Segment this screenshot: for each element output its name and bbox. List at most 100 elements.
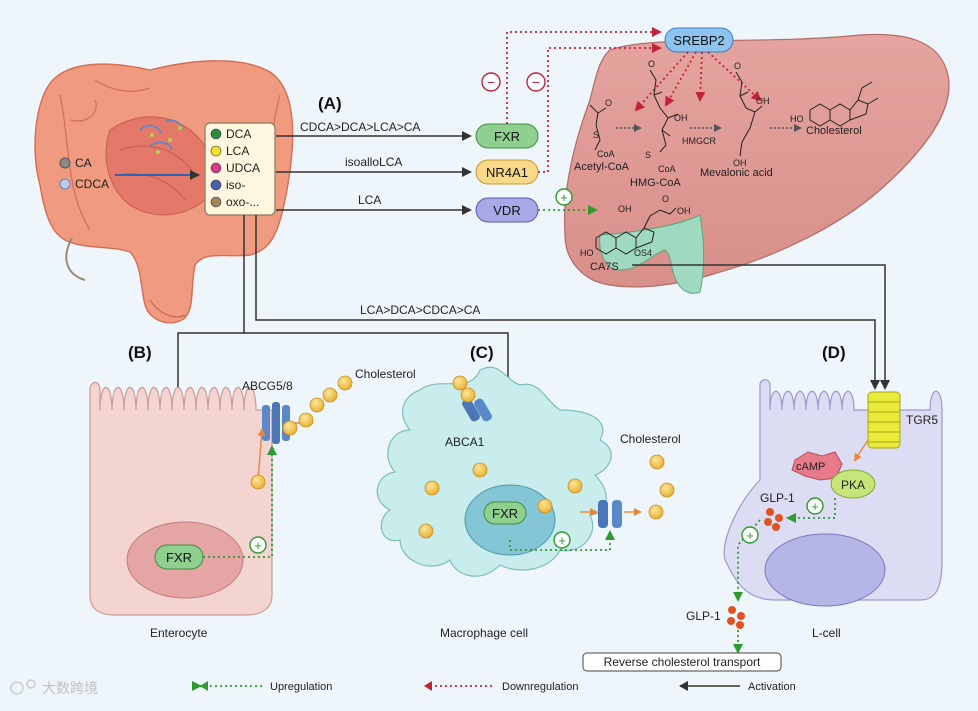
gut-inputs: CA CDCA <box>59 156 200 191</box>
abca1-label: ABCA1 <box>445 435 485 449</box>
acetyl-coa-label: Acetyl-CoA <box>574 161 630 173</box>
nr4a1-label: NR4A1 <box>486 165 528 180</box>
panel-a-label: (A) <box>318 94 342 113</box>
svg-text:S: S <box>645 150 651 160</box>
macrophage-label: Macrophage cell <box>440 626 528 640</box>
ca7s-to-tgr5-arrow <box>632 264 890 390</box>
enterocyte-label: Enterocyte <box>150 626 208 640</box>
svg-text:O: O <box>648 59 655 69</box>
legend-down-label: Downregulation <box>502 681 578 693</box>
cholesterol-particle <box>472 462 488 478</box>
svg-text:+: + <box>558 533 566 548</box>
svg-text:+: + <box>560 190 568 205</box>
srebp2-receptor: SREBP2 <box>664 27 734 53</box>
macrophage-transporter <box>598 500 622 528</box>
rct-box: Reverse cholesterol transport <box>582 652 782 672</box>
legend-up-label: Upregulation <box>270 681 332 693</box>
cholesterol-particle <box>649 454 665 470</box>
rct-label: Reverse cholesterol transport <box>604 655 761 669</box>
panel-b-label: (B) <box>128 343 152 362</box>
macrophage-fxr-up <box>509 530 615 551</box>
legend: Upregulation Downregulation Activation <box>192 681 796 693</box>
vdr-ligand-label: LCA <box>358 193 381 207</box>
plus-sign-enterocyte: + <box>249 536 267 554</box>
enterocyte-fxr-label: FXR <box>166 550 192 565</box>
vdr-receptor: VDR <box>475 197 539 223</box>
cholesterol-particle <box>567 478 583 494</box>
cholesterol-particle <box>309 397 325 413</box>
cholesterol-particle <box>322 387 338 403</box>
plus-sign-macrophage: + <box>553 531 571 549</box>
svg-text:OH: OH <box>677 206 691 216</box>
panel-d-label: (D) <box>822 343 846 362</box>
glp1-inner-label: GLP-1 <box>760 491 795 505</box>
svg-text:+: + <box>254 538 262 553</box>
nr4a1-ligand-label: isoalloLCA <box>345 155 402 169</box>
plus-sign-glp1: + <box>741 526 759 544</box>
fxr-receptor: FXR <box>475 123 539 149</box>
watermark: 大数跨境 <box>10 679 98 696</box>
nr4a1-receptor: NR4A1 <box>475 159 539 185</box>
svg-text:CoA: CoA <box>658 164 676 174</box>
fxr-to-srebp2-down <box>506 27 662 124</box>
fxr-order-label: CDCA>DCA>LCA>CA <box>300 120 420 134</box>
enterocyte-efflux-arrow <box>257 428 266 481</box>
arrow-to-tgr5 <box>255 215 880 390</box>
svg-text:−: − <box>532 74 540 90</box>
abca1-transporter: ABCA1 <box>445 398 492 449</box>
cholesterol-structure: HO <box>790 81 879 127</box>
cholesterol-particle <box>337 375 353 391</box>
ca7s-structure: OH OH O HO OS4 <box>580 194 691 258</box>
bile-acid-label: LCA <box>226 144 249 158</box>
cholesterol-particle <box>659 482 675 498</box>
srebp2-down-3 <box>695 51 706 102</box>
vdr-label: VDR <box>493 203 520 218</box>
legend-act-label: Activation <box>748 681 796 693</box>
svg-text:OS4: OS4 <box>634 248 652 258</box>
bile-acid-label: DCA <box>226 127 251 141</box>
cholesterol-particle <box>452 375 468 391</box>
bile-acid-dot <box>210 145 222 157</box>
tgr5-receptor: TGR5 <box>867 391 938 449</box>
bile-acid-label: oxo-... <box>226 195 259 209</box>
input-cdca-label: CDCA <box>75 177 109 191</box>
legend-act-head <box>679 681 688 691</box>
minus-sign-nr4a1: − <box>526 72 546 92</box>
legend-down-head <box>424 681 432 691</box>
mevalonic-acid-label: Mevalonic acid <box>700 167 773 179</box>
minus-sign-fxr: − <box>481 72 501 92</box>
fxr-label: FXR <box>494 129 520 144</box>
bile-acid-box: DCA LCA UDCA iso-oxo-... <box>204 122 276 216</box>
hmg-coa-structure: O OH S CoA <box>645 59 688 174</box>
pka-to-glp1-up <box>786 498 836 523</box>
cholesterol-b-label: Cholesterol <box>355 367 416 381</box>
svg-text:−: − <box>487 74 495 90</box>
srebp2-label: SREBP2 <box>673 33 724 48</box>
cholesterol-c-label: Cholesterol <box>620 432 681 446</box>
acetyl-coa-structure: S O CoA <box>589 98 615 159</box>
abcg58-label: ABCG5/8 <box>242 379 293 393</box>
bile-acid-label: UDCA <box>226 161 260 175</box>
bile-acid-label: iso- <box>226 178 245 192</box>
camp-badge: cAMP <box>791 451 843 481</box>
svg-text:HO: HO <box>580 248 594 258</box>
pka-node: PKA <box>830 469 876 499</box>
cholesterol-particle <box>282 420 298 436</box>
bile-acid-dot <box>210 196 222 208</box>
panel-c-label: (C) <box>470 343 494 362</box>
bile-acid-dot <box>210 162 222 174</box>
legend-up-head <box>200 681 208 691</box>
cholesterol-liver-label: Cholesterol <box>806 125 862 137</box>
svg-text:O: O <box>734 61 741 71</box>
cholesterol-particle <box>648 504 664 520</box>
svg-text:OH: OH <box>674 113 688 123</box>
input-ca-label: CA <box>75 156 92 170</box>
srebp2-down-2 <box>665 51 697 107</box>
watermark-text: 大数跨境 <box>42 680 98 696</box>
cholesterol-particle <box>418 523 434 539</box>
tgr5-order-label: LCA>DCA>CDCA>CA <box>360 303 480 317</box>
cholesterol-particle <box>250 474 266 490</box>
srebp2-down-4 <box>707 51 762 102</box>
